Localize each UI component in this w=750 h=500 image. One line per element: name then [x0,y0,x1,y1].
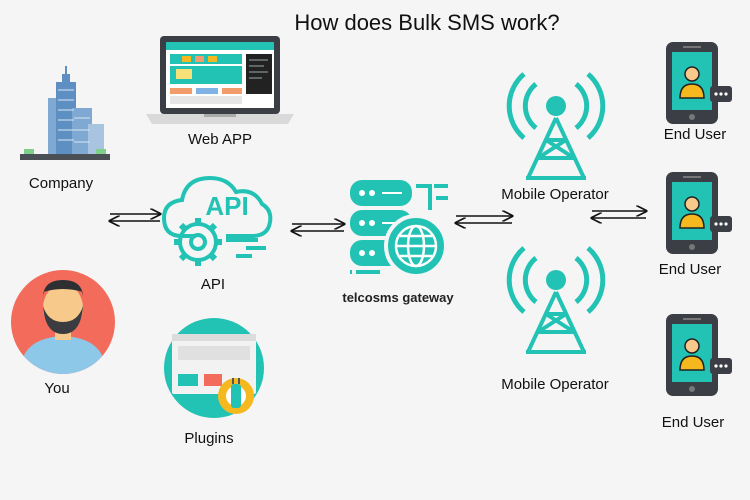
tower-icon-2-head [546,270,566,290]
plugins-icon [164,318,264,418]
you-label: You [44,380,70,397]
company-label: Company [28,175,94,192]
api-badge-text: API [205,191,248,221]
laptop-icon [146,36,294,124]
end-user-label-2: End User [658,261,722,278]
tower-icon-1-head [546,96,566,116]
gateway-label: telcosms gateway [342,290,454,305]
phone-icon-3 [666,314,732,396]
exchange-arrow-gateway-operator [456,216,512,223]
tower-icon-1 [506,72,606,180]
end-user-label-3: End User [661,414,725,431]
diagram-title: How does Bulk SMS work? [294,10,560,35]
exchange-arrow-api-gateway [292,224,344,231]
user-avatar-icon [11,270,115,374]
company-building-icon [20,66,110,160]
api-label: API [200,276,226,293]
exchange-arrow-operator-enduser [592,211,646,218]
phone-icon-2 [666,172,732,254]
mobile-operator-label-2: Mobile Operator [501,376,609,393]
exchange-arrow-company-api [110,214,160,221]
end-user-label-1: End User [663,126,727,143]
plugins-label: Plugins [184,430,234,447]
gateway-server-icon [350,180,448,278]
api-cloud-gear-icon [161,175,273,266]
web-app-label: Web APP [188,131,252,148]
phone-icon-1 [666,42,732,124]
mobile-operator-label-1: Mobile Operator [501,186,609,203]
tower-icon-2 [506,246,606,354]
